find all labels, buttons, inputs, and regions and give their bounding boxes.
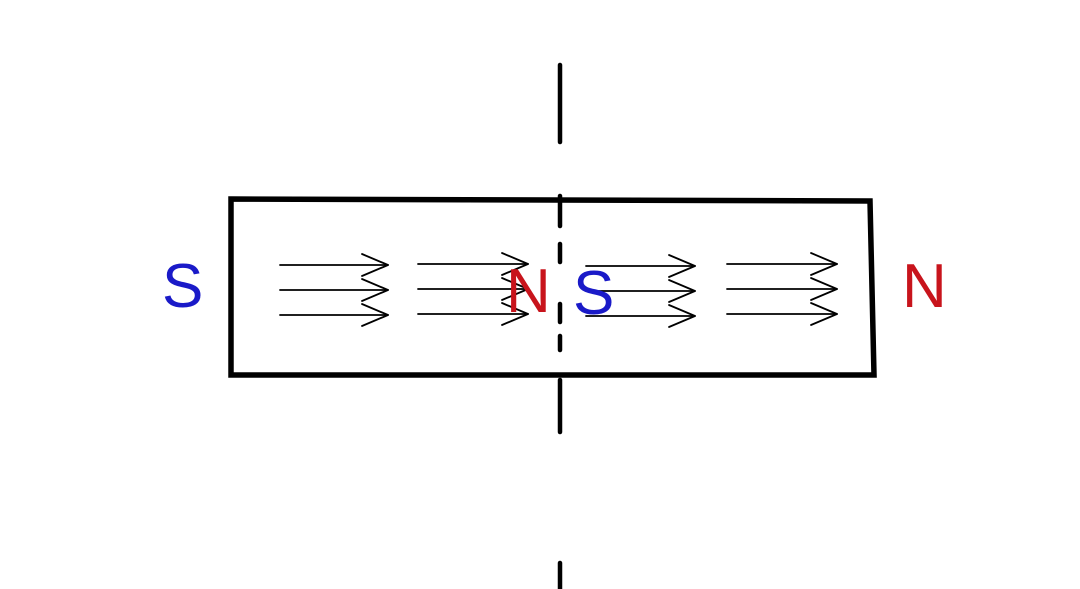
pole-label-center-south: S	[573, 259, 614, 328]
arrow-head	[810, 277, 838, 301]
arrow-head	[361, 303, 389, 327]
arrow-head	[668, 304, 696, 328]
pole-label-left-south: S	[162, 252, 203, 321]
arrow-head	[361, 278, 389, 302]
arrow-head	[501, 252, 529, 276]
arrow-head	[810, 252, 838, 276]
pole-label-center-north: N	[506, 257, 551, 326]
arrow-head	[501, 277, 529, 301]
magnet-outline	[228, 196, 877, 378]
arrow-head	[668, 254, 696, 278]
arrow-head	[361, 253, 389, 277]
field-arrows	[279, 252, 838, 328]
arrow-head	[810, 302, 838, 326]
arrow-head	[668, 279, 696, 303]
arrow-head	[501, 302, 529, 326]
pole-label-right-north: N	[902, 252, 947, 321]
